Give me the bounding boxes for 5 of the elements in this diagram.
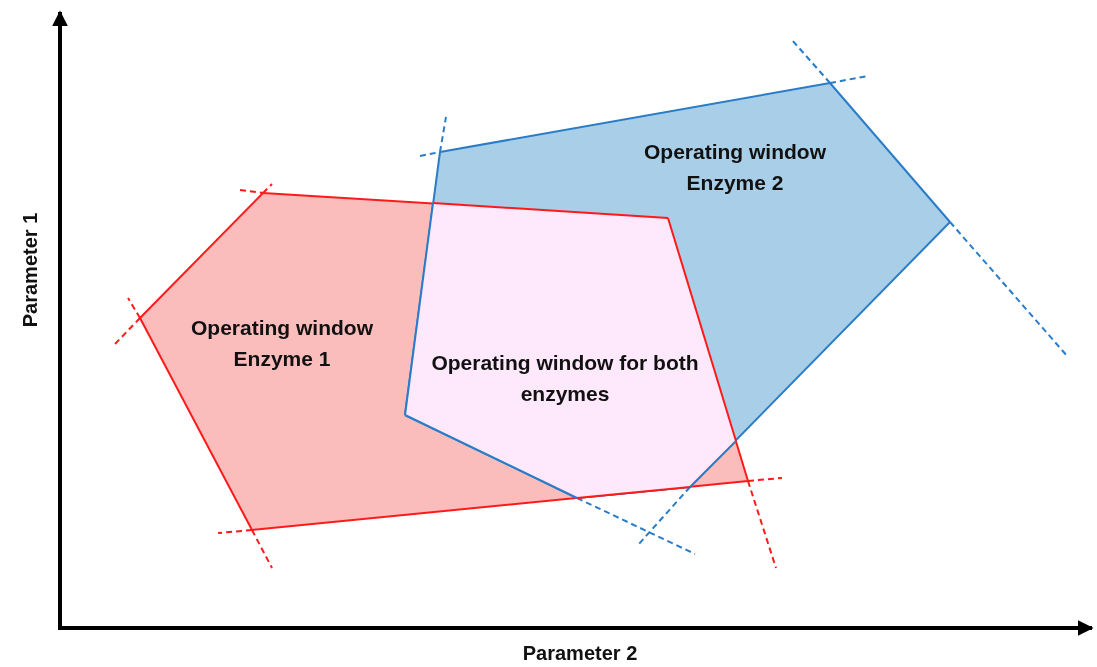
y-axis-label: Parameter 1 [18, 212, 42, 328]
region-label: Operating window for both enzymes [430, 350, 700, 407]
region-label: Operating window Enzyme 2 [643, 139, 827, 196]
x-axis-label: Parameter 2 [522, 641, 638, 665]
region-label: Operating window Enzyme 1 [190, 315, 374, 372]
